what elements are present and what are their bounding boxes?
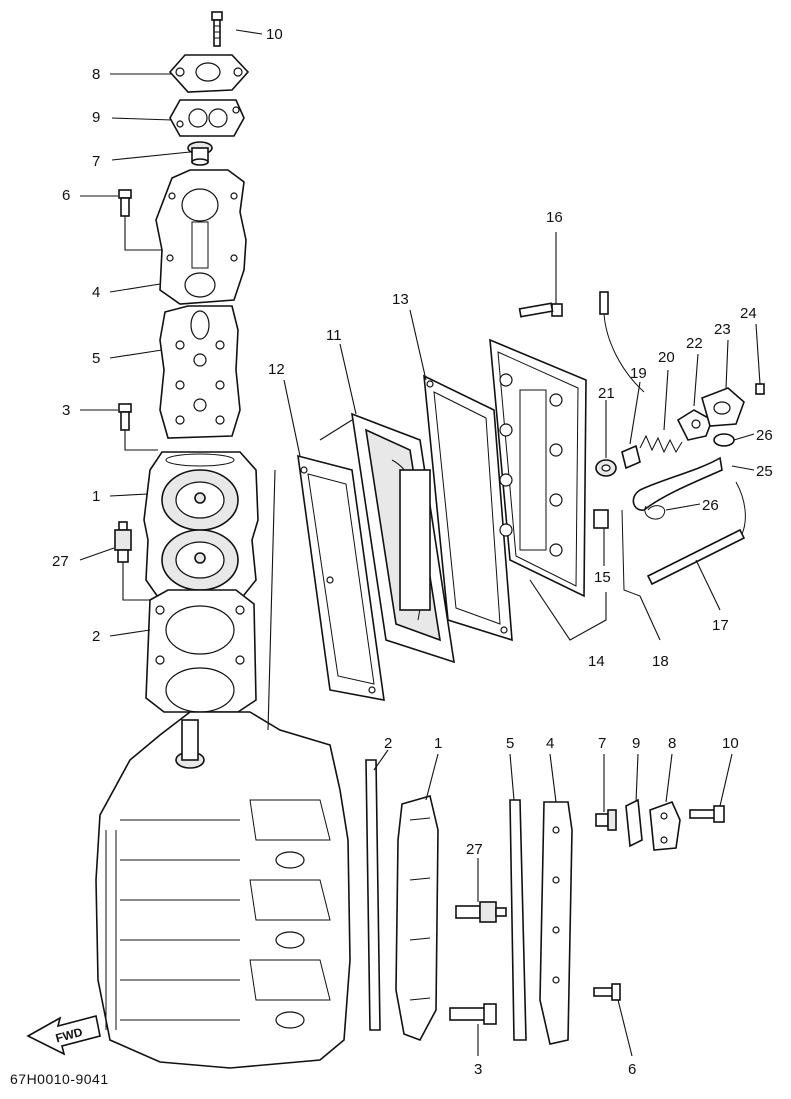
callout-2: 2 bbox=[92, 628, 100, 645]
pipe-top bbox=[599, 291, 645, 393]
bolt-part-10-top bbox=[211, 11, 223, 47]
callouts-upper-left: 10 8 9 7 6 4 5 3 1 27 2 bbox=[52, 26, 283, 645]
bolt-part-3-left bbox=[118, 403, 158, 451]
exhaust-gasket-part-13 bbox=[423, 374, 513, 642]
callout-1: 1 bbox=[92, 488, 100, 505]
callout-lower-8: 8 bbox=[668, 735, 676, 752]
valve-part-19 bbox=[621, 381, 641, 470]
callout-19: 19 bbox=[630, 365, 647, 382]
gasket-part-9-side bbox=[625, 753, 643, 848]
callout-18: 18 bbox=[652, 653, 669, 670]
fwd-arrow: FWD bbox=[26, 1015, 101, 1056]
gasket-part-5 bbox=[159, 305, 241, 439]
callouts-lower: 2 1 5 4 7 9 8 10 27 3 6 bbox=[384, 735, 739, 1078]
callout-lower-9: 9 bbox=[632, 735, 640, 752]
callout-lower-3: 3 bbox=[474, 1061, 482, 1078]
cylinder-block bbox=[95, 469, 351, 1069]
water-jacket-cover-part-4-side bbox=[539, 753, 573, 1045]
head-gasket-part-2-side bbox=[365, 749, 389, 1031]
cylinder-head-part-1 bbox=[143, 451, 259, 601]
callout-10: 10 bbox=[266, 26, 283, 43]
screw-part-24 bbox=[755, 323, 765, 395]
callout-lower-7: 7 bbox=[598, 735, 606, 752]
callout-21: 21 bbox=[598, 385, 615, 402]
cover-part-8-side bbox=[649, 753, 681, 851]
callout-9: 9 bbox=[92, 109, 100, 126]
spark-plug-part-27-left bbox=[114, 521, 150, 601]
bolt-part-16 bbox=[518, 232, 563, 318]
callout-26a: 26 bbox=[756, 427, 773, 444]
clip-part-26-upper bbox=[713, 433, 755, 447]
bolt-part-6-left bbox=[118, 189, 168, 251]
thermostat-part-7 bbox=[187, 141, 213, 166]
callout-lower-27: 27 bbox=[466, 841, 483, 858]
callout-14: 14 bbox=[588, 653, 605, 670]
part-18 bbox=[621, 509, 661, 641]
grommet-part-21 bbox=[595, 400, 617, 477]
fwd-label: FWD bbox=[54, 1025, 84, 1046]
callout-lower-6: 6 bbox=[628, 1061, 636, 1078]
callouts-upper-right: 16 13 11 12 24 23 22 20 19 21 26 25 26 1… bbox=[268, 209, 773, 670]
cover-part-8 bbox=[168, 54, 250, 93]
callout-leaders-upper-right bbox=[283, 309, 427, 457]
water-jacket-cover-part-4 bbox=[155, 169, 247, 305]
callout-12: 12 bbox=[268, 361, 285, 378]
gasket-part-9 bbox=[169, 99, 245, 137]
callout-5: 5 bbox=[92, 350, 100, 367]
gasket-part-5-side bbox=[509, 753, 527, 1041]
thermostat-part-7-side bbox=[595, 754, 617, 831]
head-gasket-part-2-top bbox=[145, 589, 257, 713]
reference-code: 67H0010-9041 bbox=[10, 1071, 109, 1087]
callout-23: 23 bbox=[714, 321, 731, 338]
callout-6: 6 bbox=[62, 187, 70, 204]
callout-3: 3 bbox=[62, 402, 70, 419]
fitting-part-15 bbox=[593, 509, 609, 566]
hose-part-25 bbox=[632, 456, 755, 511]
callout-8: 8 bbox=[92, 66, 100, 83]
callout-11: 11 bbox=[326, 327, 342, 344]
callout-7: 7 bbox=[92, 153, 100, 170]
callout-leaders-upper-left bbox=[79, 29, 263, 637]
callout-13: 13 bbox=[392, 291, 409, 308]
hose-part-17 bbox=[646, 481, 746, 611]
callout-lower-4: 4 bbox=[546, 735, 554, 752]
callout-25: 25 bbox=[756, 463, 773, 480]
callout-lower-5: 5 bbox=[506, 735, 514, 752]
exhaust-outer-cover-part-14 bbox=[489, 338, 607, 641]
callout-lower-2: 2 bbox=[384, 735, 392, 752]
bolt-part-3-side bbox=[449, 1003, 497, 1056]
exhaust-inner-cover-part-11 bbox=[351, 412, 455, 664]
callout-lower-1: 1 bbox=[434, 735, 442, 752]
callout-20: 20 bbox=[658, 349, 675, 366]
callout-27: 27 bbox=[52, 553, 69, 570]
exhaust-gasket-part-12 bbox=[297, 454, 385, 701]
bolt-part-6-side bbox=[593, 983, 633, 1057]
cylinder-head-part-1-side bbox=[395, 753, 439, 1041]
spring-part-20 bbox=[639, 369, 683, 454]
callout-17: 17 bbox=[712, 617, 729, 634]
cover-part-23 bbox=[701, 339, 745, 427]
callout-22: 22 bbox=[686, 335, 703, 352]
callout-16: 16 bbox=[546, 209, 563, 226]
callout-lower-10: 10 bbox=[722, 735, 739, 752]
callout-24: 24 bbox=[740, 305, 757, 322]
bolt-part-10-side bbox=[689, 753, 733, 823]
clip-part-26-lower bbox=[644, 503, 701, 520]
gasket-part-22 bbox=[676, 353, 713, 441]
callout-15: 15 bbox=[594, 569, 611, 586]
callout-26b: 26 bbox=[702, 497, 719, 514]
callout-4: 4 bbox=[92, 284, 100, 301]
spark-plug-part-27-side bbox=[455, 858, 507, 923]
